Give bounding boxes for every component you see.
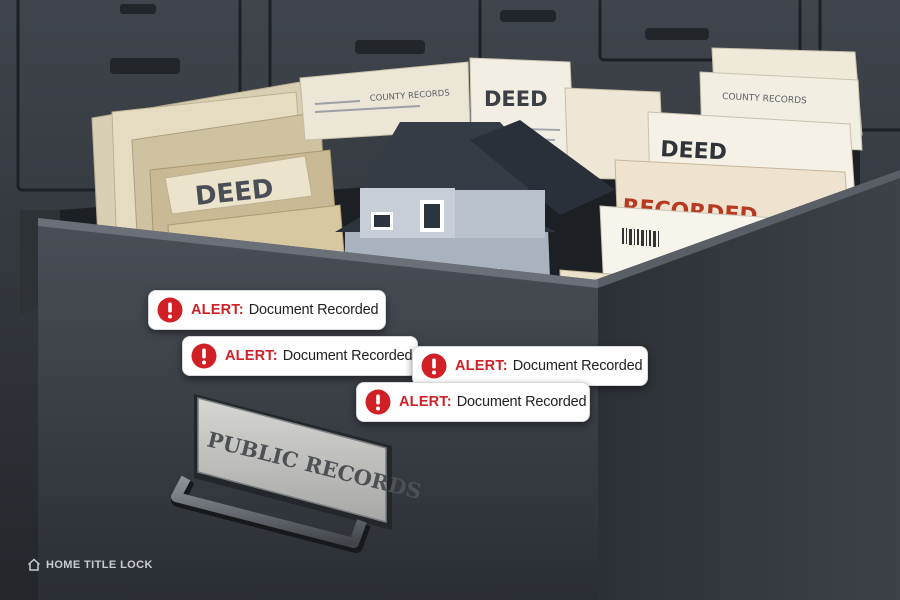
public-records-label-plate: PUBLIC RECORDS xyxy=(194,394,424,530)
upper-drawer-handles xyxy=(110,4,709,74)
alert-message: Document Recorded xyxy=(282,348,413,364)
alert-notification[interactable]: ALERT Document Recorded xyxy=(148,290,386,330)
exclamation-circle-icon xyxy=(365,389,391,415)
alert-label: ALERT xyxy=(455,358,508,374)
alert-label: ALERT xyxy=(191,302,244,318)
brand-name: HOME TITLE LOCK xyxy=(46,558,153,571)
deed-folder-tab xyxy=(164,155,313,215)
svg-text:DEED: DEED xyxy=(484,87,548,111)
drawer-right-side xyxy=(595,170,900,600)
alert-message: Document Recorded xyxy=(512,358,643,374)
svg-text:COUNTY RECORDS: COUNTY RECORDS xyxy=(722,92,807,106)
alert-notification[interactable]: ALERT Document Recorded xyxy=(412,346,648,386)
alert-notification[interactable]: ALERT Document Recorded xyxy=(182,336,418,376)
alert-label: ALERT xyxy=(225,348,278,364)
house-outline-icon xyxy=(27,558,41,571)
alert-message: Document Recorded xyxy=(456,394,587,410)
exclamation-circle-icon xyxy=(191,343,217,369)
alert-message: Document Recorded xyxy=(248,302,379,318)
exclamation-circle-icon xyxy=(157,297,183,323)
alert-notification[interactable]: ALERT Document Recorded xyxy=(356,382,590,422)
svg-text:DEED: DEED xyxy=(660,137,728,165)
brand-logo: HOME TITLE LOCK xyxy=(27,558,153,571)
alert-label: ALERT xyxy=(399,394,452,410)
drawer-handle xyxy=(171,475,371,553)
exclamation-circle-icon xyxy=(421,353,447,379)
